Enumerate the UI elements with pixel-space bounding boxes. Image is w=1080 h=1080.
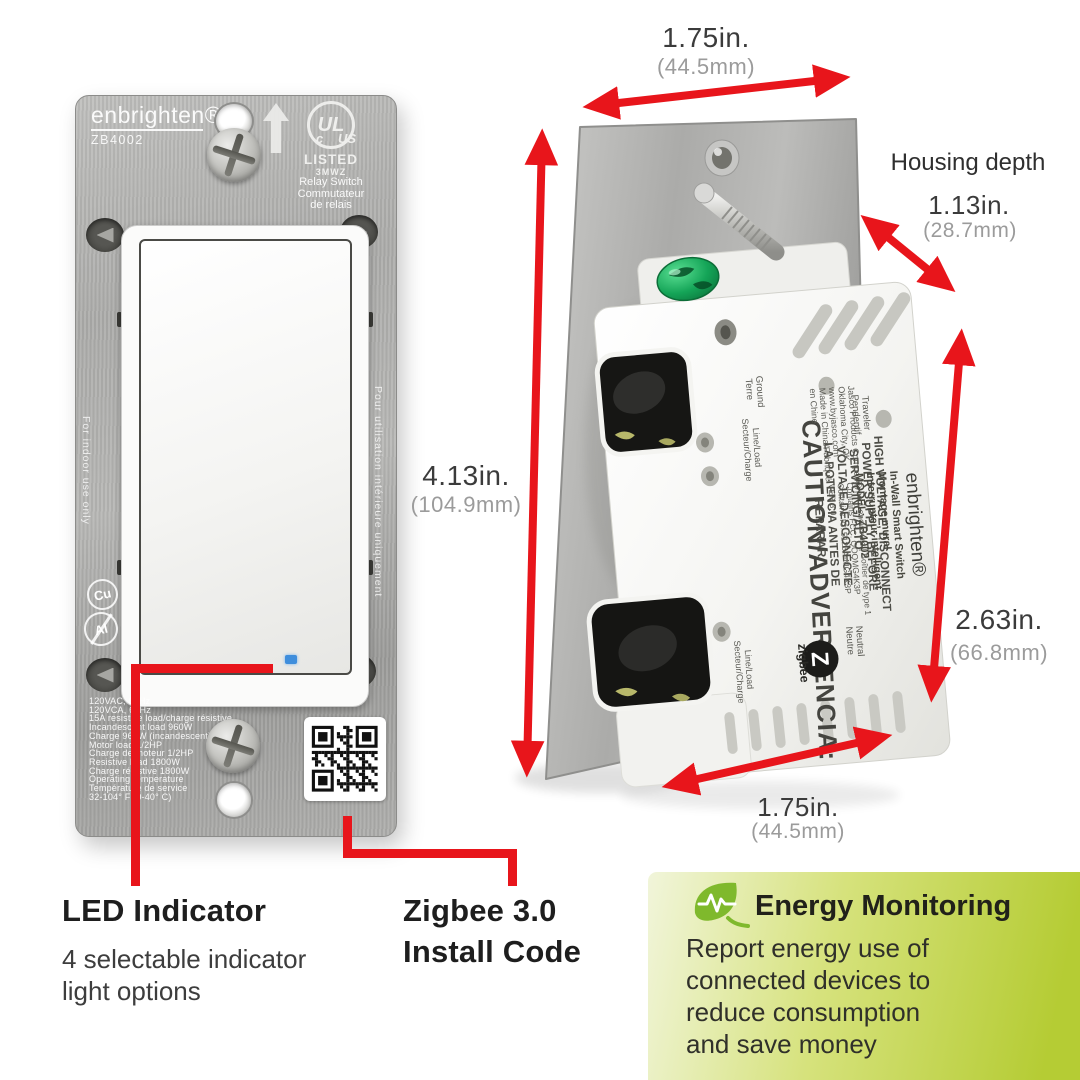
zigbee-wordmark: zigbee	[795, 643, 812, 683]
svg-text:Traveler Pendentif: Traveler Pendentif	[849, 393, 873, 435]
led-indicator-light	[285, 655, 297, 664]
corner-mark-icon	[86, 658, 124, 692]
corner-mark-icon	[86, 218, 124, 252]
dim-depth-mm: (28.7mm)	[923, 219, 1017, 242]
svg-text:Line/Load Secteur/Char: Line/Load Secteur/Charge	[740, 417, 764, 481]
mounting-clip	[368, 560, 373, 575]
dim-top-mm: (44.5mm)	[656, 54, 756, 79]
svg-text:Neutral Neutre: Neutral Neutre	[843, 625, 866, 660]
dim-depth-inches: 1.13in.	[928, 190, 1010, 220]
vent-slots-top	[792, 292, 911, 359]
ul-letters: UL	[317, 113, 345, 136]
led-callout-line	[131, 664, 140, 886]
ul-file-number: 3MWZ	[315, 167, 347, 177]
energy-body: Report energy use of connected devices t…	[686, 933, 931, 1059]
dim-top-inches: 1.75in.	[662, 22, 750, 53]
dimension-arrow-bottom	[661, 726, 893, 796]
led-callout-title: LED Indicator	[62, 893, 267, 928]
rocker-frame	[121, 225, 369, 707]
copper-wire-icon: Cu	[84, 576, 121, 613]
side-text-left: For indoor use only	[80, 416, 92, 525]
housing-depth-label: Housing depth	[890, 149, 1046, 176]
front-switch-plate: enbrighten® ZB4002 UL c US LISTED 3MWZ R…	[75, 95, 397, 837]
svg-text:Ground Terre: Ground Terre	[743, 375, 767, 411]
rocker-paddle[interactable]	[139, 239, 352, 675]
dim-left-inches: 4.13in.	[422, 460, 510, 491]
dimension-arrow-top	[582, 64, 851, 120]
phillips-screw-bottom	[206, 719, 260, 773]
install-code-callout-line	[508, 849, 517, 886]
side-text-right: Pour utilisation intérieure uniquement	[372, 386, 384, 598]
device-label: Ground Terre Line/Load Secteur/Charge CA…	[732, 375, 929, 762]
install-code-callout-line	[343, 816, 352, 858]
mounting-clip	[117, 312, 122, 327]
dim-right-mm: (66.8mm)	[949, 640, 1049, 665]
product-text: In-Wall Smart Switch Montage mural Inter…	[853, 470, 908, 593]
install-code-callout-line	[343, 849, 517, 858]
dim-left-mm: (104.9mm)	[410, 492, 522, 517]
screw-hole-bottom	[215, 781, 253, 819]
mounting-clip	[117, 560, 122, 575]
qr-code	[304, 717, 386, 801]
dimension-arrow-left	[510, 128, 559, 778]
led-callout-line	[131, 664, 273, 673]
energy-title: Energy Monitoring	[755, 890, 1012, 922]
install-code-title: Install Code	[403, 934, 582, 969]
ul-certification-mark: UL c US LISTED 3MWZ Relay Switch Commuta…	[285, 101, 377, 212]
dimension-arrow-depth	[860, 214, 956, 293]
ul-listed: LISTED	[303, 152, 358, 167]
model-number: ZB4002	[91, 133, 144, 147]
phillips-screw-top	[207, 128, 261, 182]
svg-text:Z: Z	[806, 651, 834, 668]
brand-underline	[91, 129, 203, 131]
dim-right-inches: 2.63in.	[955, 604, 1043, 635]
mounting-clip	[368, 312, 373, 327]
led-callout-body: light options	[62, 976, 201, 1006]
wire-terminal-upper	[594, 347, 698, 457]
ground-screw	[656, 256, 720, 302]
dim-bottom-inches: 1.75in.	[757, 792, 839, 822]
mounting-bolt	[693, 182, 785, 261]
dimension-arrows	[510, 64, 976, 796]
ul-us: US	[337, 131, 356, 146]
svg-text:Line/Load Secteur/Char: Line/Load Secteur/Charge	[732, 639, 756, 703]
energy-monitoring-panel: Energy Monitoring Report energy use of c…	[648, 872, 1080, 1080]
ul-c: c	[316, 131, 324, 146]
dimension-arrow-right	[917, 328, 976, 703]
install-code-title: Zigbee 3.0	[403, 893, 557, 928]
manufacturer-text: Jasco Products Company Oklahoma City, OK…	[808, 384, 864, 491]
brand-logo: enbrighten®	[91, 102, 223, 128]
dim-bottom-mm: (44.5mm)	[751, 820, 845, 843]
zigbee-logo: Z zigbee	[795, 640, 839, 683]
led-callout-body: 4 selectable indicator	[62, 944, 307, 974]
energy-leaf-icon	[694, 882, 750, 928]
wire-terminal-lower	[586, 592, 716, 712]
no-aluminum-wire-icon: Al	[80, 608, 122, 650]
ul-logo-icon: UL c US	[307, 101, 356, 149]
